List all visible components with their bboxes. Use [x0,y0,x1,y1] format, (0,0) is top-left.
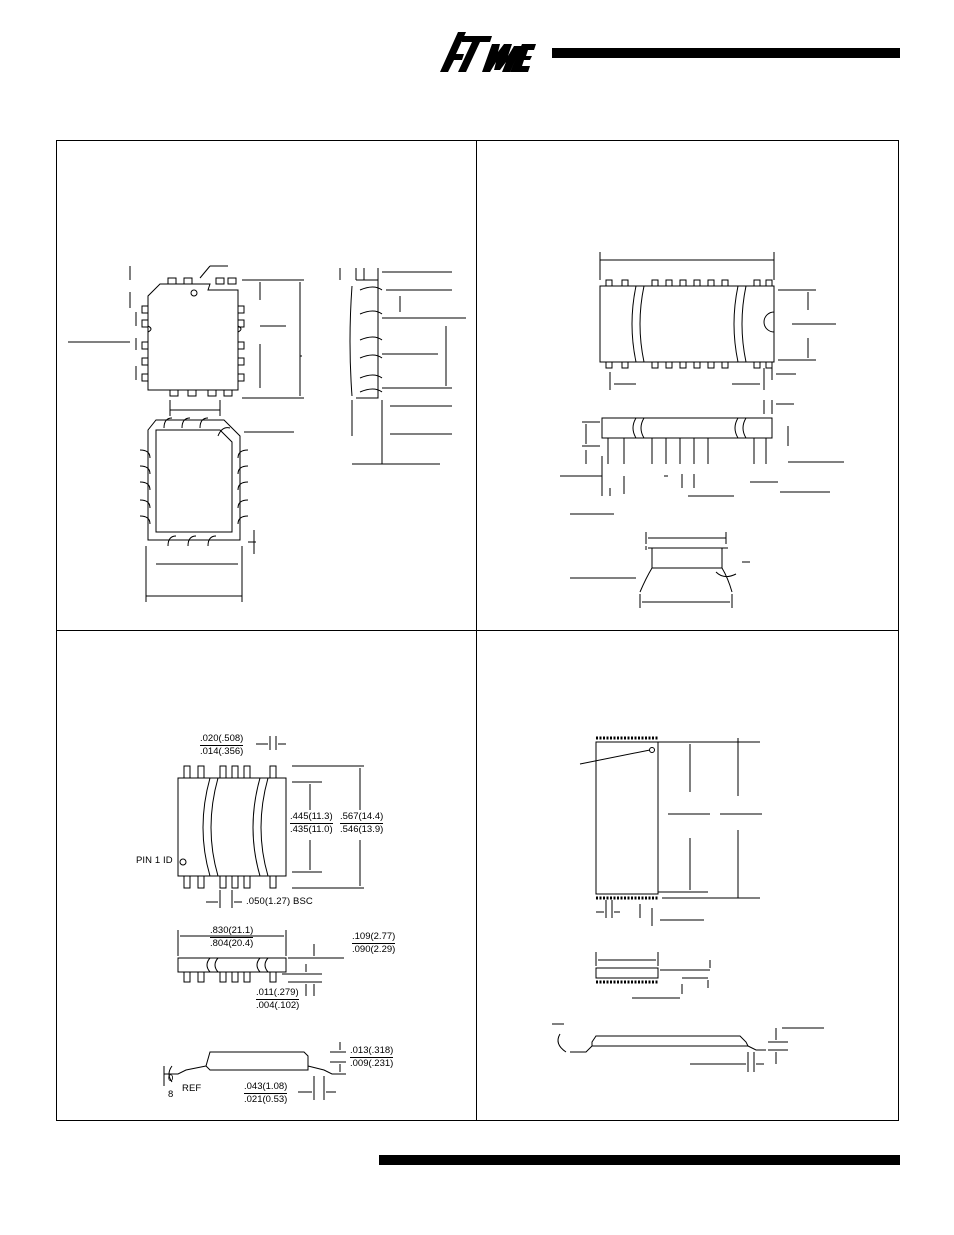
standoff-max: .011(.279) [256,987,300,1000]
frame-horizontal-divider [56,630,899,631]
lead-thickness-min: .009(.231) [350,1058,394,1069]
atmel-logo [440,32,536,72]
angle-top-label: 0 [168,1073,174,1084]
angle-bottom-label: 8 [168,1089,174,1100]
lead-width-dimension: .020(.508) .014(.356) [200,733,244,757]
body-length-dimension: .830(21.1) .804(20.4) [210,925,254,949]
overall-width-dimension: .567(14.4) .546(13.9) [340,811,384,835]
pitch-label: .050(1.27) BSC [246,896,313,907]
standoff-dimension: .011(.279) .004(.102) [256,987,300,1011]
body-width-min: .435(11.0) [290,824,333,835]
dip-package-drawing [540,250,860,620]
lead-thickness-max: .013(.318) [350,1045,394,1058]
header-rule [552,48,900,58]
lead-width-min: .014(.356) [200,746,244,757]
body-length-max: .830(21.1) [210,925,254,938]
overall-width-min: .546(13.9) [340,824,384,835]
soic-package-drawing: .020(.508) .014(.356) .445(11.3) .435(11… [60,640,470,1110]
height-dimension: .109(2.77) .090(2.29) [352,931,396,955]
lead-width-max: .020(.508) [200,733,244,746]
plcc-package-drawing [60,250,470,610]
tsop-package-drawing [540,720,860,1080]
lead-thickness-dimension: .013(.318) .009(.231) [350,1045,394,1069]
height-max: .109(2.77) [352,931,396,944]
angle-ref-label: REF [182,1083,202,1094]
overall-width-max: .567(14.4) [340,811,384,824]
foot-length-max: .043(1.08) [244,1081,288,1094]
pin1-id-label: PIN 1 ID [136,855,173,866]
body-length-min: .804(20.4) [210,938,254,949]
body-width-dimension: .445(11.3) .435(11.0) [290,812,333,835]
foot-length-min: .021(0.53) [244,1094,288,1105]
body-width-max: .445(11.3) [290,811,333,824]
footer-rule [379,1155,900,1165]
height-min: .090(2.29) [352,944,396,955]
foot-length-dimension: .043(1.08) .021(0.53) [244,1081,288,1105]
standoff-min: .004(.102) [256,1000,300,1011]
